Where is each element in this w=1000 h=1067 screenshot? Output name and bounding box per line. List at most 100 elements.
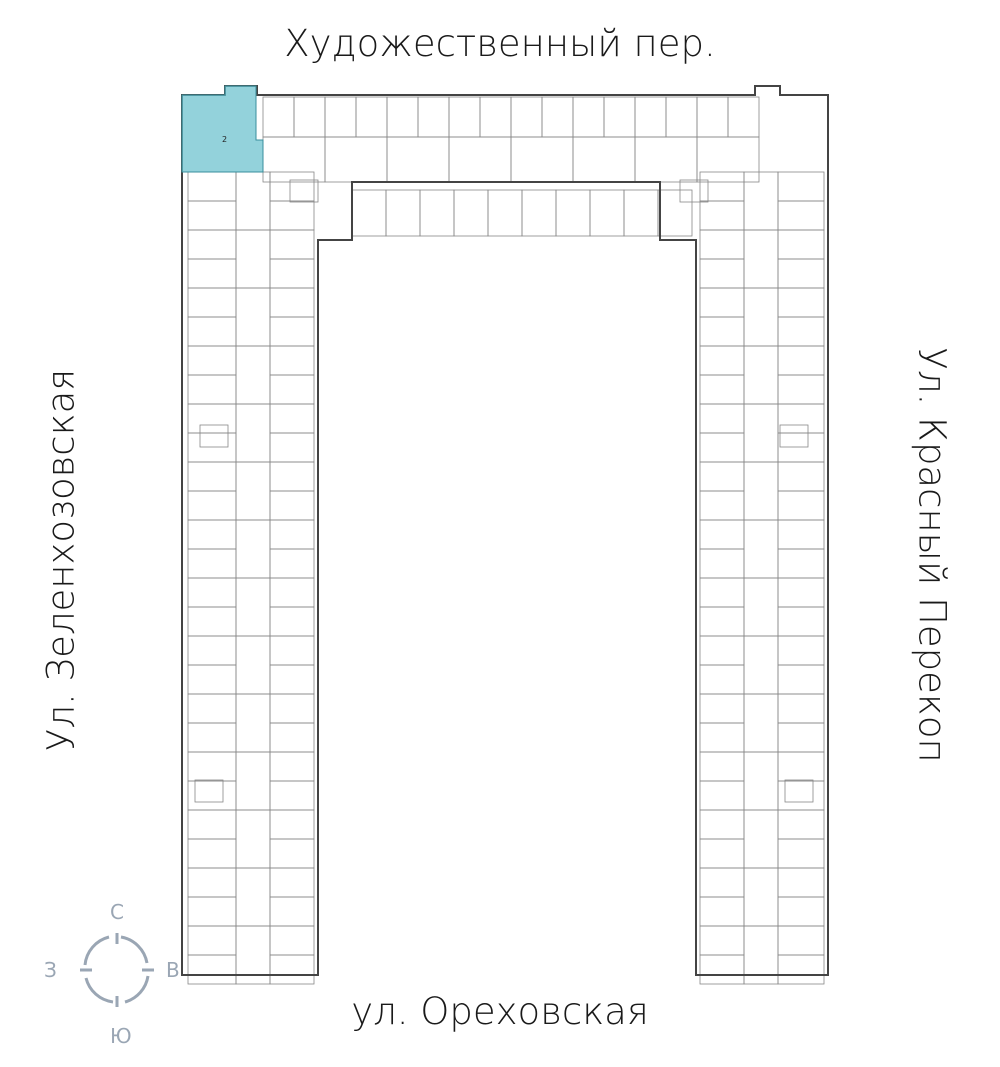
room <box>235 229 271 289</box>
room <box>235 635 271 695</box>
room <box>235 403 271 463</box>
room <box>541 96 574 138</box>
room <box>699 722 745 753</box>
room <box>784 779 814 803</box>
room <box>777 751 825 782</box>
room <box>235 287 271 347</box>
room <box>699 287 745 318</box>
room <box>699 925 745 956</box>
room <box>187 316 237 347</box>
room <box>699 867 745 898</box>
room <box>269 229 315 260</box>
room <box>187 925 237 956</box>
room <box>696 96 729 138</box>
room <box>777 606 825 637</box>
room <box>235 171 271 231</box>
room <box>269 258 315 289</box>
compass-west-label: З <box>44 958 57 982</box>
room <box>235 461 271 521</box>
room <box>699 896 745 927</box>
room <box>777 403 825 434</box>
room <box>699 751 745 782</box>
room <box>324 96 357 138</box>
room <box>419 189 455 237</box>
room <box>634 96 667 138</box>
room <box>699 635 745 666</box>
street-label-south: ул. Ореховская <box>351 990 649 1033</box>
room <box>699 780 745 811</box>
highlighted-apartment[interactable]: 2 <box>181 85 264 173</box>
room <box>777 896 825 927</box>
room <box>187 693 237 724</box>
room <box>235 809 271 869</box>
room <box>777 635 825 666</box>
room <box>187 606 237 637</box>
compass-south-label: Ю <box>110 1024 132 1048</box>
room <box>235 519 271 579</box>
room <box>269 374 315 405</box>
room <box>235 751 271 811</box>
room <box>777 664 825 695</box>
room <box>262 136 326 183</box>
room <box>269 606 315 637</box>
room <box>269 345 315 376</box>
room <box>777 693 825 724</box>
room <box>699 403 745 434</box>
room <box>727 96 760 138</box>
room <box>269 838 315 869</box>
room <box>777 548 825 579</box>
room <box>187 867 237 898</box>
room <box>699 577 745 608</box>
room <box>269 722 315 753</box>
room <box>187 171 237 202</box>
room <box>187 664 237 695</box>
room <box>187 229 237 260</box>
room <box>187 374 237 405</box>
room <box>777 345 825 376</box>
room <box>743 287 779 347</box>
room <box>269 577 315 608</box>
room <box>235 925 271 985</box>
room <box>187 490 237 521</box>
room <box>777 229 825 260</box>
room <box>269 751 315 782</box>
room <box>699 200 745 231</box>
room <box>479 96 512 138</box>
room <box>743 809 779 869</box>
room <box>510 136 574 183</box>
room <box>269 780 315 811</box>
room <box>699 809 745 840</box>
room <box>743 461 779 521</box>
room <box>269 200 315 231</box>
room <box>743 577 779 637</box>
room <box>699 664 745 695</box>
room <box>269 432 315 463</box>
room <box>699 548 745 579</box>
room <box>187 954 237 985</box>
compass-east-label: В <box>166 958 180 982</box>
room <box>235 693 271 753</box>
room <box>572 136 636 183</box>
room <box>696 136 760 183</box>
room <box>289 179 319 203</box>
room <box>743 693 779 753</box>
room <box>355 96 388 138</box>
room <box>187 258 237 289</box>
room <box>269 664 315 695</box>
room <box>743 925 779 985</box>
room <box>634 136 698 183</box>
room <box>187 751 237 782</box>
room <box>699 490 745 521</box>
room <box>699 954 745 985</box>
room <box>777 519 825 550</box>
room <box>572 96 605 138</box>
room <box>699 229 745 260</box>
room <box>777 490 825 521</box>
compass-north-label: С <box>110 900 124 924</box>
room <box>448 96 481 138</box>
room <box>777 925 825 956</box>
room <box>269 635 315 666</box>
apartment-rooms-label: 2 <box>222 135 227 144</box>
room <box>699 345 745 376</box>
apartments-layer <box>187 96 825 985</box>
